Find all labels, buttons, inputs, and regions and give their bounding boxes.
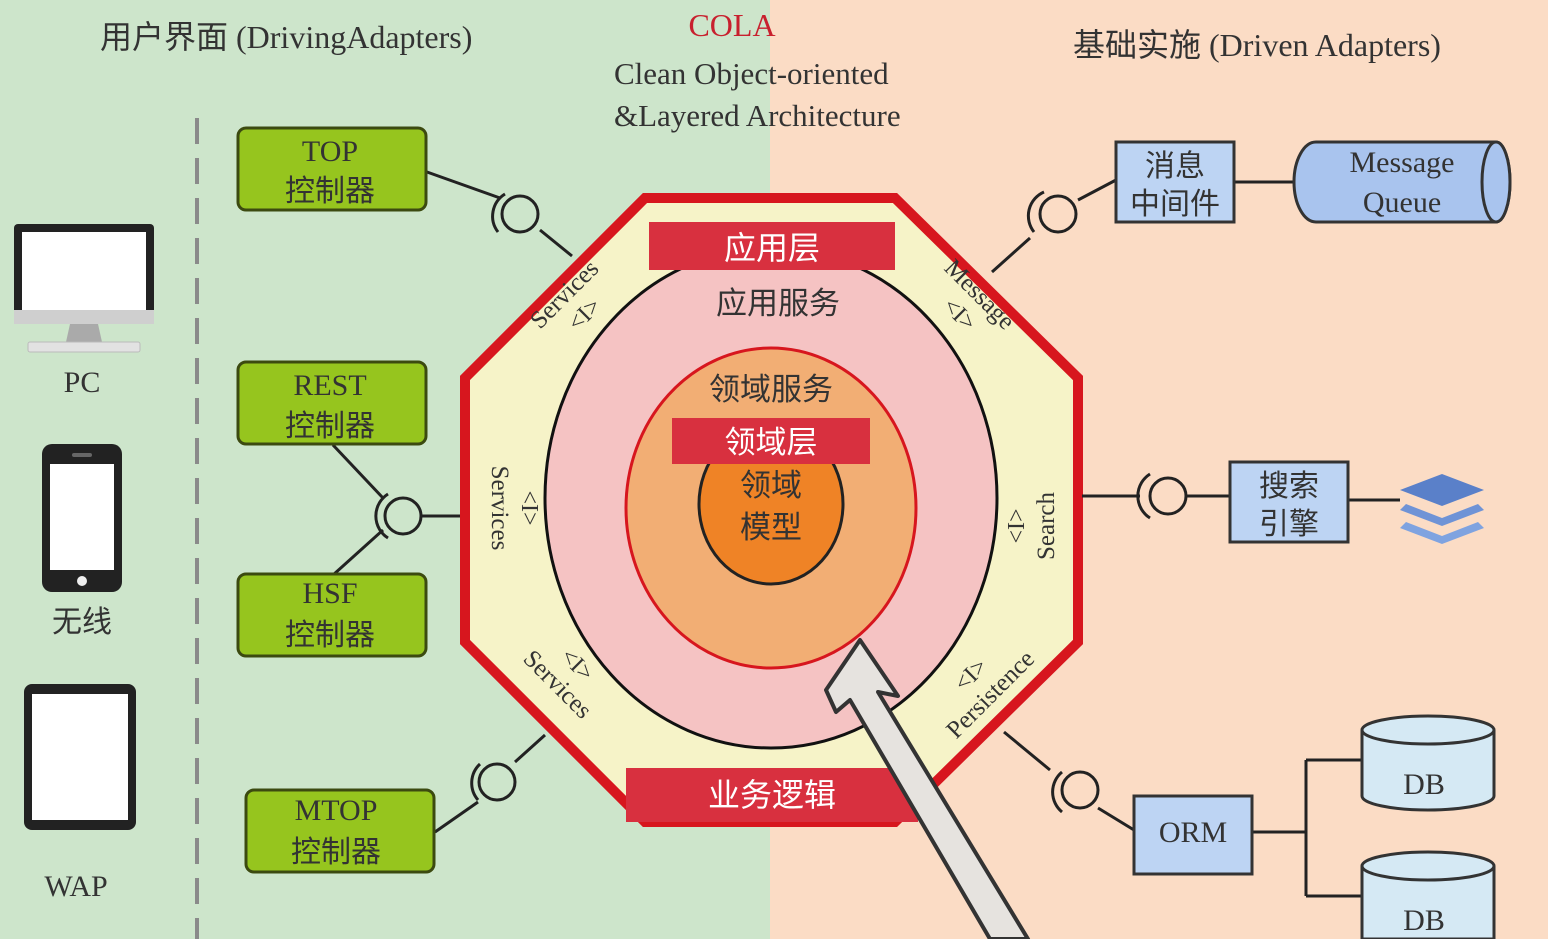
cola-subtitle-2: &Layered Architecture <box>614 98 901 133</box>
orm-box: ORM <box>1132 794 1254 876</box>
driven-connectors <box>990 178 1400 898</box>
message-queue-cylinder: Message Queue <box>1292 140 1512 224</box>
client-label-wap: WAP <box>44 870 107 903</box>
svg-text:消息: 消息 <box>1145 150 1205 183</box>
svg-text:MTOP: MTOP <box>295 794 378 827</box>
svg-text:TOP: TOP <box>302 135 358 168</box>
domain-model-label-2: 模型 <box>740 510 802 545</box>
svg-text:<I>: <I> <box>1004 508 1030 543</box>
svg-text:HSF: HSF <box>302 577 357 610</box>
controller-hsf: HSF 控制器 <box>236 572 428 658</box>
right-header: 基础实施 (Driven Adapters) <box>1073 27 1441 63</box>
svg-text:<I>: <I> <box>516 490 542 525</box>
domain-layer-label: 领域层 <box>725 425 818 460</box>
controller-top: TOP 控制器 <box>236 126 428 212</box>
port-socket-icon <box>1026 190 1188 814</box>
svg-text:控制器: 控制器 <box>285 410 375 443</box>
arrow-icon <box>824 638 1030 939</box>
business-logic-label: 业务逻辑 <box>708 777 836 813</box>
port-services-mid: Services <I> <box>486 466 542 551</box>
app-service-label: 应用服务 <box>716 286 840 321</box>
message-middleware-box: 消息 中间件 <box>1114 140 1236 224</box>
cola-subtitle-1: Clean Object-oriented <box>614 56 889 91</box>
domain-service-label: 领域服务 <box>709 372 833 407</box>
port-search: Search <I> <box>1004 491 1060 560</box>
svg-text:Message: Message <box>1350 146 1455 179</box>
svg-text:引擎: 引擎 <box>1259 508 1319 541</box>
svg-text:控制器: 控制器 <box>285 175 375 208</box>
tablet-icon <box>24 684 136 830</box>
app-layer-label: 应用层 <box>724 230 820 266</box>
cola-title: COLA <box>688 7 775 43</box>
svg-text:Search: Search <box>1033 491 1060 560</box>
svg-text:DB: DB <box>1403 904 1445 937</box>
svg-text:搜索: 搜索 <box>1259 470 1319 503</box>
port-socket-icon <box>374 192 540 802</box>
layers-icon <box>1400 474 1484 544</box>
domain-model-label-1: 领域 <box>740 468 802 503</box>
client-label-pc: PC <box>64 366 101 399</box>
search-engine-box: 搜索 引擎 <box>1228 460 1350 544</box>
left-header: 用户界面 (DrivingAdapters) <box>100 19 472 55</box>
business-logic-banner <box>626 768 918 822</box>
controller-rest: REST 控制器 <box>236 360 428 446</box>
svg-text:控制器: 控制器 <box>285 619 375 652</box>
smartphone-icon <box>42 444 122 592</box>
svg-text:DB: DB <box>1403 768 1445 801</box>
controller-mtop: MTOP 控制器 <box>244 788 436 874</box>
client-label-wireless: 无线 <box>52 606 112 639</box>
driving-connectors <box>331 170 573 834</box>
database-icon: DB <box>1360 850 1496 939</box>
domain-layer-banner <box>672 418 870 464</box>
pc-monitor-icon <box>14 224 154 353</box>
svg-text:ORM: ORM <box>1159 816 1227 849</box>
svg-text:Services: Services <box>486 466 513 551</box>
svg-text:REST: REST <box>293 369 366 402</box>
database-icon: DB <box>1360 714 1496 812</box>
svg-text:中间件: 中间件 <box>1130 188 1220 221</box>
svg-text:控制器: 控制器 <box>291 836 381 869</box>
app-layer-banner <box>649 222 895 270</box>
svg-text:Queue: Queue <box>1363 186 1441 219</box>
